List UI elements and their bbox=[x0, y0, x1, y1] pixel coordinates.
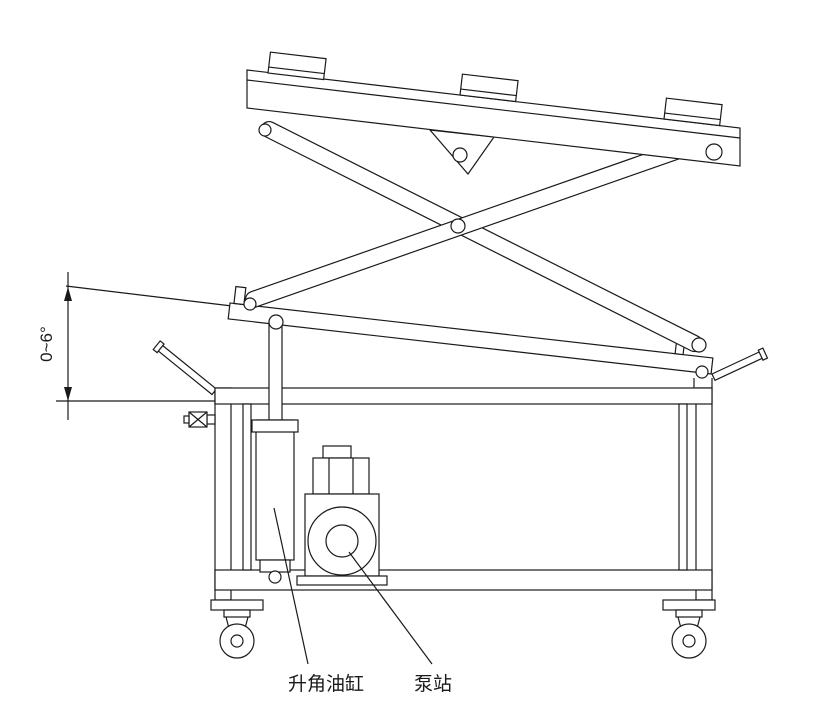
dimension-arrow-down bbox=[64, 387, 72, 401]
label-lift-cylinder: 升角油缸 bbox=[288, 673, 364, 695]
tilt-beam-left-tab bbox=[233, 285, 247, 306]
frame-inner-post-left bbox=[242, 403, 252, 571]
leader-line-lift-cylinder bbox=[273, 507, 309, 665]
pump-top-cap bbox=[322, 445, 352, 459]
angle-dimension-label: 0~6° bbox=[37, 326, 56, 362]
platform-deck-line bbox=[246, 79, 741, 139]
platform-stop-block-middle bbox=[459, 73, 519, 103]
stop-block bbox=[663, 97, 723, 127]
handle-left-cap bbox=[152, 340, 165, 354]
stop-block bbox=[267, 51, 327, 81]
pump-station bbox=[296, 445, 388, 586]
lift-angle-cylinder bbox=[251, 314, 299, 584]
leader-line-pump-station bbox=[348, 551, 433, 665]
arm-pivot-bottom-right bbox=[691, 337, 707, 353]
cylinder-base-pivot bbox=[268, 570, 282, 584]
platform-bracket bbox=[428, 129, 496, 175]
handle-left-bar bbox=[156, 344, 218, 396]
dimension-arrow-up bbox=[64, 287, 72, 301]
frame-top-rail bbox=[214, 387, 713, 405]
caster-plate bbox=[662, 599, 716, 611]
platform-end-roller bbox=[705, 143, 723, 161]
handle-right-cap bbox=[757, 347, 769, 361]
stop-block-line bbox=[460, 88, 517, 97]
handle-left bbox=[152, 340, 218, 396]
motor-shaft-hub bbox=[325, 524, 359, 558]
tilt-frame-beam bbox=[227, 285, 714, 388]
arm-pivot-top-left bbox=[258, 123, 272, 137]
top-platform bbox=[246, 51, 741, 167]
fitting-cap bbox=[183, 415, 190, 424]
fitting-cross-line bbox=[188, 411, 208, 428]
platform-stop-block-left bbox=[267, 51, 327, 81]
bracket-pivot bbox=[452, 147, 468, 163]
side-valve-fitting bbox=[183, 411, 216, 428]
caster-hub bbox=[682, 634, 696, 648]
stop-block bbox=[459, 73, 519, 103]
scissor-center-pivot bbox=[450, 218, 466, 234]
caster-swivel bbox=[223, 609, 251, 618]
caster-right bbox=[662, 599, 716, 659]
fitting-stem bbox=[206, 414, 216, 425]
caster-swivel bbox=[675, 609, 703, 618]
caster-plate bbox=[210, 599, 264, 611]
tilt-beam-body bbox=[227, 302, 714, 375]
callouts: 升角油缸 泵站 bbox=[273, 507, 452, 695]
tilt-beam-hinge-pivot bbox=[695, 365, 709, 379]
cylinder-body bbox=[255, 419, 295, 561]
frame-right-leg bbox=[695, 387, 713, 601]
stop-block-line bbox=[268, 66, 325, 75]
handle-right bbox=[711, 347, 769, 382]
cylinder-rod bbox=[268, 321, 283, 423]
frame-left-leg bbox=[214, 387, 232, 601]
scissor-mechanism bbox=[243, 120, 707, 353]
pump-valve-block bbox=[312, 457, 370, 495]
dimension-tilted-line bbox=[65, 285, 233, 307]
caster-hub bbox=[230, 634, 244, 648]
cylinder-rod-pivot bbox=[268, 314, 284, 330]
arm-pivot-bottom-left bbox=[243, 297, 257, 311]
angle-dimension: 0~6° bbox=[37, 272, 233, 420]
cylinder-gland bbox=[251, 419, 299, 433]
label-pump-station: 泵站 bbox=[414, 673, 452, 695]
platform-stop-block-right bbox=[663, 97, 723, 127]
stop-block-line bbox=[664, 112, 721, 121]
handle-right-bar bbox=[711, 349, 766, 382]
caster-left bbox=[210, 599, 264, 659]
frame-inner-post-right bbox=[678, 403, 688, 571]
motor-base-plate bbox=[296, 575, 388, 586]
